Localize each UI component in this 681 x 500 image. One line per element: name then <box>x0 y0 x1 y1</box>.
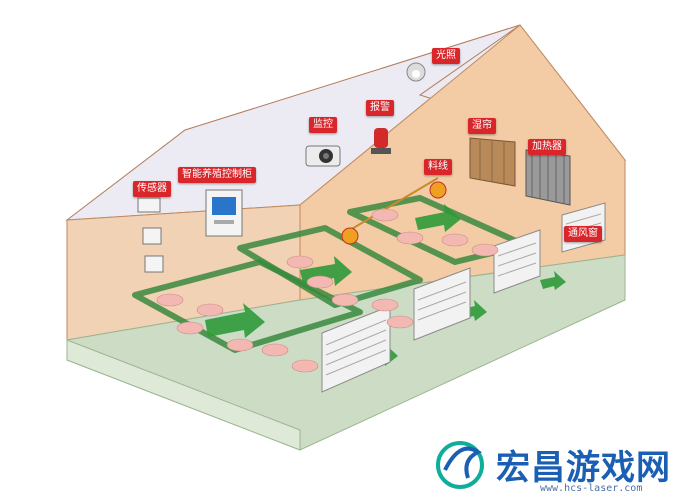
arrow-1 <box>205 303 265 338</box>
pig <box>291 359 319 373</box>
pig <box>386 315 414 329</box>
light-fixture <box>406 62 426 82</box>
feed-line <box>341 177 447 245</box>
pig <box>371 208 399 222</box>
label-sensor: 传感器 <box>133 181 171 197</box>
arrow-3 <box>415 204 461 232</box>
alarm-siren <box>371 128 391 154</box>
label-control-cabinet: 智能养殖控制柜 <box>178 167 256 183</box>
label-heater: 加热器 <box>528 139 566 155</box>
watermark-url: www.hcs-laser.com <box>540 483 643 494</box>
vent-fan-2 <box>413 267 471 341</box>
monitor-camera <box>305 145 341 167</box>
pig <box>441 233 469 247</box>
vent-fan-3 <box>493 229 541 294</box>
heater-unit <box>525 149 571 206</box>
pen-1 <box>132 259 363 353</box>
pig <box>396 231 424 245</box>
pig <box>196 303 224 317</box>
watermark-logo <box>436 441 484 489</box>
watermark-title: 宏昌游戏网 <box>496 448 671 488</box>
pigs <box>156 208 499 373</box>
pig <box>226 338 254 352</box>
label-light: 光照 <box>432 48 460 64</box>
pen-2 <box>237 225 423 308</box>
label-monitor: 监控 <box>309 117 337 133</box>
pig <box>261 343 289 357</box>
pig <box>176 321 204 335</box>
label-alarm: 报警 <box>366 100 394 116</box>
pig <box>471 243 499 257</box>
wet-curtain-unit <box>469 137 516 187</box>
pig <box>286 255 314 269</box>
control-cabinet <box>205 189 243 237</box>
pig <box>156 293 184 307</box>
vent-fan-1 <box>321 305 391 393</box>
sensor-devices <box>137 197 164 273</box>
label-ventilation-window: 通风窗 <box>564 226 602 242</box>
pig <box>371 298 399 312</box>
pig <box>306 275 334 289</box>
arrow-6 <box>540 271 566 290</box>
label-feed-line: 料线 <box>424 159 452 175</box>
label-wet-curtain: 湿帘 <box>468 118 496 134</box>
pig <box>331 293 359 307</box>
front-wall <box>66 339 301 451</box>
